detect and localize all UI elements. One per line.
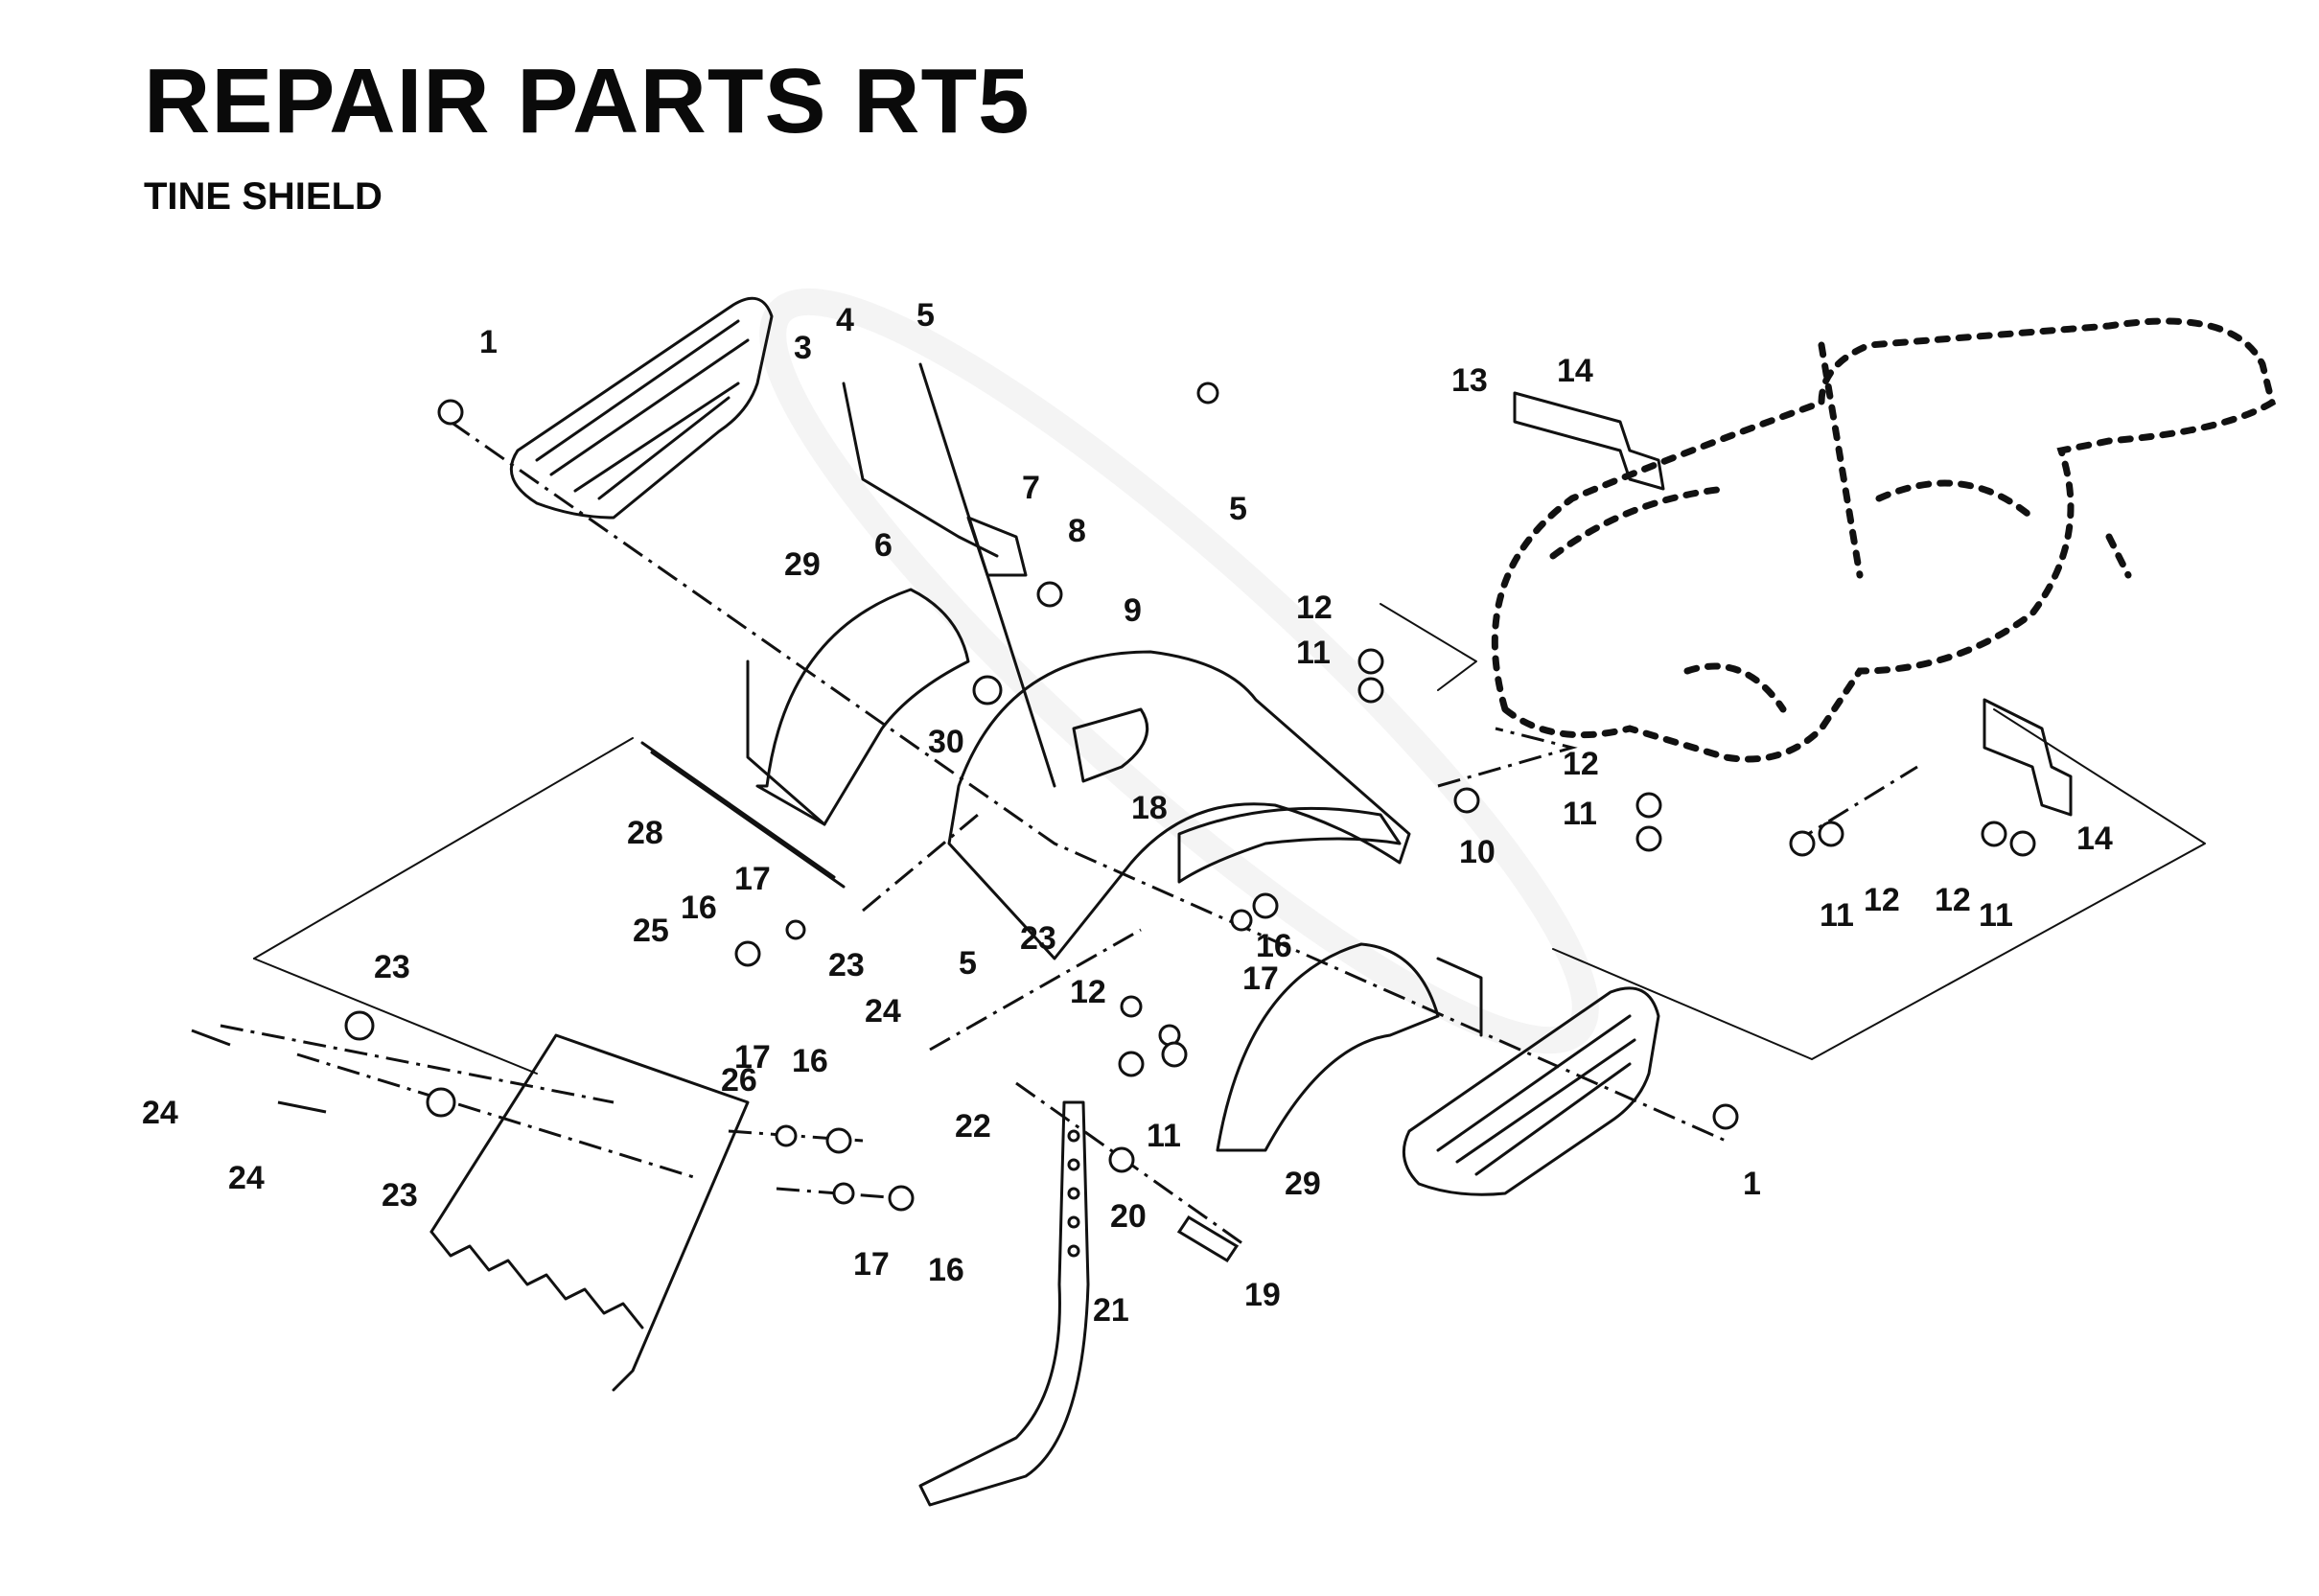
- callout-11-a: 11: [1296, 635, 1331, 671]
- callout-17-c: 17: [734, 1039, 771, 1076]
- callout-11-b: 11: [1563, 796, 1597, 832]
- upper-bracket: [1513, 391, 1665, 491]
- callout-16-d: 16: [928, 1252, 964, 1288]
- callout-14-lower: 14: [2076, 821, 2113, 857]
- callout-16-b: 16: [1256, 928, 1292, 964]
- page-title: REPAIR PARTS RT5: [144, 50, 1031, 152]
- callout-12-b: 12: [1563, 746, 1599, 782]
- page-subtitle: TINE SHIELD: [144, 175, 383, 218]
- callout-7: 7: [1022, 470, 1040, 506]
- callout-30: 30: [928, 724, 964, 760]
- callout-8: 8: [1068, 513, 1086, 549]
- bottom-flap: [429, 1033, 750, 1392]
- callout-11-d: 11: [1979, 897, 2013, 934]
- hinge-rod: [640, 741, 846, 889]
- callout-10: 10: [1459, 834, 1496, 870]
- right-end-shield: [1216, 942, 1483, 1152]
- callout-11-c: 11: [1820, 897, 1854, 934]
- main-tine-shield: [947, 650, 1411, 960]
- callout-16-a: 16: [681, 890, 717, 926]
- right-side-plate: [1402, 986, 1660, 1196]
- left-end-shield: [746, 588, 970, 826]
- callout-23-b: 23: [1020, 920, 1056, 957]
- callout-16-c: 16: [792, 1043, 828, 1079]
- callout-4: 4: [836, 302, 854, 338]
- callout-19: 19: [1244, 1277, 1281, 1313]
- callout-5-low: 5: [959, 945, 977, 982]
- callout-24-b: 24: [142, 1095, 178, 1131]
- callout-9: 9: [1124, 592, 1142, 629]
- assembly-outlines: [253, 603, 2206, 1075]
- callout-5-top: 5: [916, 297, 935, 334]
- callout-1-left: 1: [479, 324, 498, 360]
- callout-17-d: 17: [853, 1246, 890, 1283]
- depth-bar: [918, 1100, 1090, 1507]
- callout-24-a: 24: [865, 993, 901, 1029]
- callout-23-c: 23: [374, 949, 410, 985]
- callout-17-b: 17: [1242, 960, 1279, 997]
- hardware: [191, 382, 2036, 1263]
- callout-11-e: 11: [1147, 1118, 1181, 1154]
- callout-12-c: 12: [1864, 882, 1900, 918]
- callout-17-a: 17: [734, 861, 771, 897]
- callout-6: 6: [874, 527, 893, 564]
- callout-12-e: 12: [1070, 974, 1106, 1010]
- callout-14-upper: 14: [1557, 353, 1593, 389]
- callout-20: 20: [1110, 1198, 1147, 1235]
- callout-26: 26: [721, 1062, 757, 1099]
- callout-3: 3: [794, 330, 812, 366]
- callout-12-a: 12: [1296, 590, 1333, 626]
- callout-23-d: 23: [382, 1177, 418, 1214]
- left-side-plate: [509, 296, 774, 520]
- watermark-logo: [759, 288, 1599, 1054]
- callout-29-right: 29: [1285, 1166, 1321, 1202]
- callout-18: 18: [1131, 790, 1168, 826]
- callout-23-a: 23: [828, 947, 865, 983]
- callout-28: 28: [627, 815, 663, 851]
- callout-1-right: 1: [1743, 1166, 1761, 1202]
- callout-29-left: 29: [784, 546, 821, 583]
- callout-25: 25: [633, 913, 669, 949]
- callout-22: 22: [955, 1108, 991, 1145]
- callout-24-c: 24: [228, 1160, 265, 1196]
- callout-5-mid: 5: [1229, 491, 1247, 527]
- callout-13: 13: [1451, 362, 1488, 399]
- lower-bracket: [1983, 698, 2073, 817]
- callout-12-d: 12: [1935, 882, 1971, 918]
- lift-lever: [842, 362, 1063, 788]
- tiller-frame-dashed: [1491, 317, 2277, 763]
- callout-21: 21: [1093, 1292, 1129, 1329]
